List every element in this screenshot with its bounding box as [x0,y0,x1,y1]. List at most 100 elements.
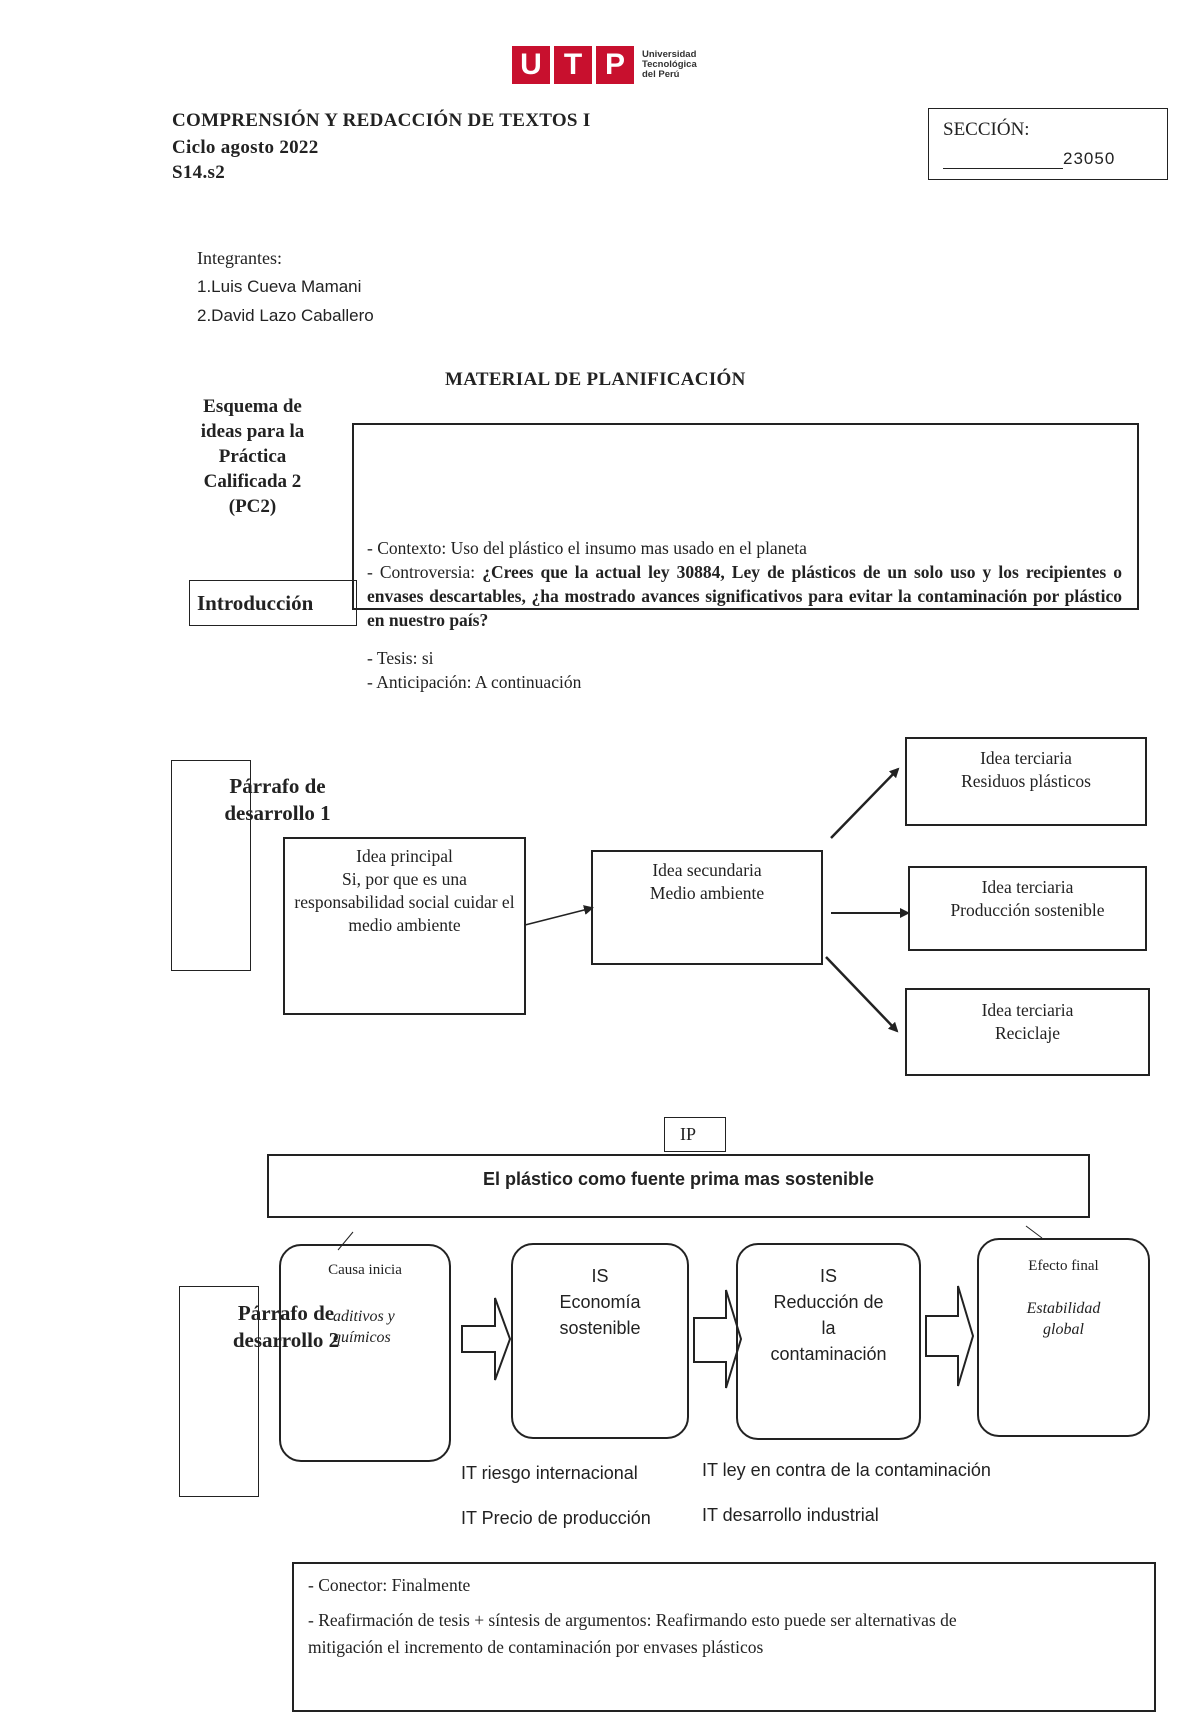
course-title: COMPRENSIÓN Y REDACCIÓN DE TEXTOS I [172,110,591,131]
course-cycle: Ciclo agosto 2022 [172,137,319,158]
is1-title: IS [591,1266,609,1286]
tertiary-idea-box-3: Idea terciaria Reciclaje [905,988,1150,1076]
member-2: 2.David Lazo Caballero [197,306,374,325]
is2-line3: contaminación [770,1344,887,1364]
it-item-4: IT desarrollo industrial [702,1505,879,1525]
p2-label-frame [179,1286,259,1497]
scheme-label-line4: Calificada 2 [203,471,302,492]
logo-letter-t: T [554,46,592,84]
is2-title: IS [819,1266,837,1286]
main-idea-box: Idea principal Si, por que es una respon… [283,837,526,1015]
it-item-2: IT Precio de producción [461,1508,651,1528]
block-arrow-3 [925,1285,975,1387]
p2-label-line2: desarrollo 2 [232,1328,340,1352]
section-value: 23050 [1063,149,1116,168]
conclusion-reaffirm-line1: - Reafirmación de tesis + síntesis de ar… [308,1610,957,1630]
scheme-label-line1: Esquema de [203,396,302,417]
is2-line2: la [821,1318,836,1338]
cause-text: aditivos y químicos [333,1306,395,1348]
arrow-main-to-secondary [524,905,594,926]
cause-title: Causa inicia [328,1262,402,1278]
tertiary-idea-text-3: Reciclaje [994,1023,1061,1043]
section-box: SECCIÓN: 23050 [928,108,1168,180]
tertiary-idea-text-1: Residuos plásticos [961,771,1091,791]
is1-line1: Economía [559,1292,641,1312]
cause-text-line1: aditivos y [333,1308,395,1325]
secondary-idea-text: Medio ambiente [649,883,765,903]
arrow-secondary-to-tertiary-3 [825,956,899,1033]
p2-label-line1: Párrafo de [237,1301,335,1325]
tertiary-idea-box-1: Idea terciaria Residuos plásticos [905,737,1147,826]
intro-controversy: - Controversia: ¿Crees que la actual ley… [367,560,1122,632]
intro-box [352,423,1139,610]
tertiary-idea-content-2: Idea terciaria Producción sostenible [910,876,1145,922]
section-label: SECCIÓN: [943,119,1030,140]
conclusion-reaffirm-line2: mitigación el incremento de contaminació… [308,1637,764,1657]
tertiary-idea-box-2: Idea terciaria Producción sostenible [908,866,1147,951]
section-underline [943,150,1063,169]
effect-box: Efecto final Estabilidad global [977,1238,1150,1437]
conclusion-content: - Conector: Finalmente - Reafirmación de… [308,1572,1138,1661]
ip-text: El plástico como fuente prima mas sosten… [482,1169,875,1189]
effect-text: Estabilidad global [979,1298,1148,1340]
p2-label: Párrafo de desarrollo 2 [212,1300,360,1354]
is2-line1: Reducción de [773,1292,884,1312]
main-idea-content: Idea principal Si, por que es una respon… [293,845,516,937]
secondary-idea-title: Idea secundaria [652,860,762,880]
page-title: MATERIAL DE PLANIFICACIÓN [445,369,746,390]
p1-label-line2: desarrollo 1 [224,801,331,825]
effect-line1: Estabilidad [1026,1300,1101,1317]
conclusion-box: - Conector: Finalmente - Reafirmación de… [292,1562,1156,1712]
logo-text-line2: Tecnológica [642,59,697,70]
main-idea-text: Si, por que es una responsabilidad socia… [294,869,515,935]
ip-label: IP [680,1124,697,1144]
logo-text-line3: del Perú [642,69,680,80]
block-arrow-1 [461,1297,512,1381]
ip-box: El plástico como fuente prima mas sosten… [267,1154,1090,1218]
secondary-idea-box: Idea secundaria Medio ambiente [591,850,823,965]
members-label: Integrantes: [197,248,282,268]
secondary-idea-content: Idea secundaria Medio ambiente [597,859,817,905]
section-field: 23050 [943,149,1115,169]
main-idea-title: Idea principal [356,846,453,866]
effect-line2: global [1043,1321,1084,1338]
arrow-secondary-to-tertiary-1 [830,767,900,839]
tick-mark-right [1025,1225,1043,1239]
intro-label-box: Introducción [189,580,357,626]
is1-content: IS Economía sostenible [513,1263,687,1341]
intro-context: - Contexto: Uso del plástico el insumo m… [367,538,807,558]
intro-label: Introducción [197,591,314,615]
logo-text-line1: Universidad [642,49,697,60]
is1-line2: sostenible [559,1318,641,1338]
is2-content: IS Reducción de la contaminación [738,1263,919,1367]
it-item-3: IT ley en contra de la contaminación [702,1460,991,1480]
is2-box: IS Reducción de la contaminación [736,1243,921,1440]
conclusion-connector: - Conector: Finalmente [308,1575,471,1595]
intro-content: - Contexto: Uso del plástico el insumo m… [367,536,1122,694]
tick-mark-left [337,1231,354,1251]
scheme-label-line3: Práctica [218,446,287,467]
course-session: S14.s2 [172,162,226,183]
member-1: 1.Luis Cueva Mamani [197,277,362,296]
logo-university-name: Universidad Tecnológica del Perú [642,50,697,80]
block-arrow-2 [693,1289,743,1389]
cause-text-line2: químicos [333,1329,391,1346]
effect-title: Efecto final [1028,1258,1099,1274]
is1-box: IS Economía sostenible [511,1243,689,1439]
intro-anticipation: - Anticipación: A continuación [367,672,582,692]
cause-box: Causa inicia aditivos y químicos [279,1244,451,1462]
tertiary-idea-title-1: Idea terciaria [980,748,1072,768]
p1-label-line1: Párrafo de [229,774,326,798]
controversy-question: ¿Crees que la actual ley 30884, Ley de p… [367,562,1122,630]
controversy-prefix: - Controversia: [367,562,483,582]
logo-letter-p: P [596,46,634,84]
tertiary-idea-content-1: Idea terciaria Residuos plásticos [907,747,1145,793]
tertiary-idea-title-2: Idea terciaria [981,877,1074,897]
scheme-label: Esquema de ideas para la Práctica Califi… [170,394,335,519]
ip-label-box: IP [664,1117,726,1152]
scheme-label-line5: (PC2) [228,496,277,517]
tertiary-idea-content-3: Idea terciaria Reciclaje [907,999,1148,1045]
scheme-label-line2: ideas para la [200,421,305,442]
p1-label-frame [171,760,251,971]
